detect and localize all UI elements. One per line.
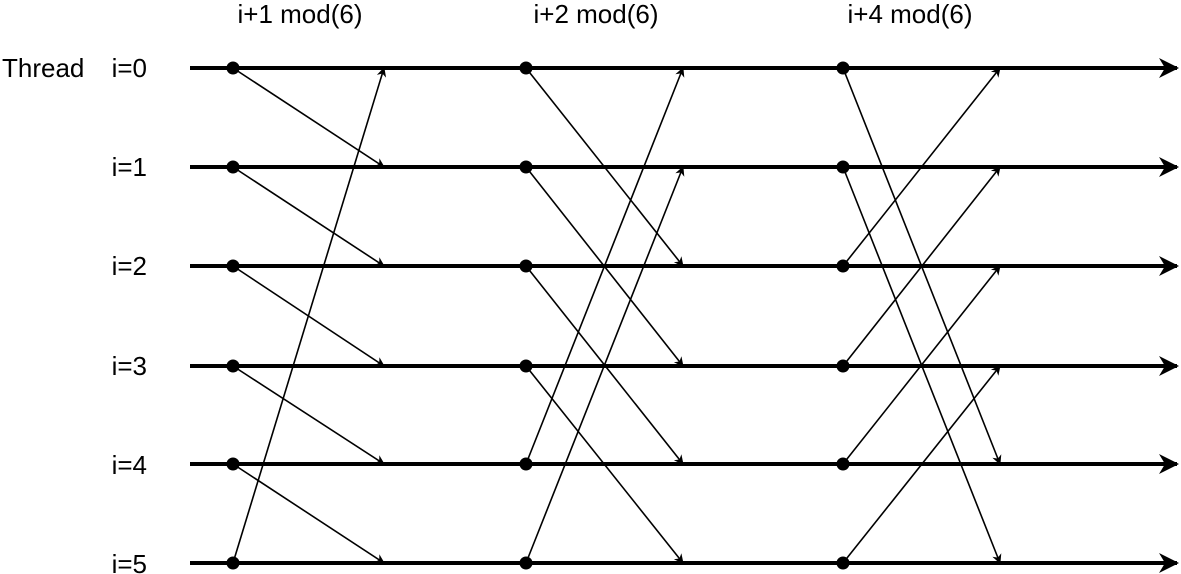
send-dot-stage2-thread-1: [519, 160, 533, 174]
send-dot-stage3-thread-1: [836, 160, 850, 174]
stage-label-1: i+1 mod(6): [238, 0, 363, 29]
send-dot-stage1-thread-3: [226, 359, 240, 373]
send-dot-stage2-thread-4: [519, 457, 533, 471]
thread-label-1: i=1: [112, 152, 147, 182]
thread-label-5: i=5: [112, 549, 147, 574]
message-arrow-stage2-from-5-to-1: [525, 166, 685, 564]
thread-label-4: i=4: [112, 450, 147, 480]
send-dot-stage3-thread-0: [836, 61, 850, 75]
send-dot-stage1-thread-2: [226, 259, 240, 273]
send-dot-stage2-thread-0: [519, 61, 533, 75]
send-dot-stage1-thread-5: [226, 556, 240, 570]
message-arrow-stage1-from-0-to-1: [232, 67, 385, 168]
thread-prefix-label: Thread: [2, 53, 84, 83]
message-arrows: [232, 67, 1002, 564]
send-dot-stage1-thread-1: [226, 160, 240, 174]
message-arrow-stage1-from-4-to-5: [232, 463, 385, 564]
thread-label-2: i=2: [112, 251, 147, 281]
send-points: [226, 61, 850, 570]
message-arrow-stage1-from-5-to-0: [232, 67, 387, 564]
thread-timelines: [190, 58, 1179, 573]
message-arrow-stage3-from-3-to-1: [842, 166, 1001, 367]
send-dot-stage1-thread-4: [226, 457, 240, 471]
thread-label-3: i=3: [112, 351, 147, 381]
send-dot-stage3-thread-3: [836, 359, 850, 373]
stage-label-3: i+4 mod(6): [848, 0, 973, 29]
send-dot-stage2-thread-2: [519, 259, 533, 273]
thread-label-0: i=0: [112, 53, 147, 83]
send-dot-stage2-thread-3: [519, 359, 533, 373]
send-dot-stage1-thread-0: [226, 61, 240, 75]
message-arrow-stage3-from-5-to-3: [842, 365, 1001, 564]
message-arrow-stage1-from-3-to-4: [232, 365, 385, 465]
message-arrow-stage2-from-4-to-0: [525, 67, 685, 465]
send-dot-stage3-thread-4: [836, 457, 850, 471]
message-arrow-stage3-from-4-to-2: [842, 265, 1001, 465]
send-dot-stage2-thread-5: [519, 556, 533, 570]
message-arrow-stage1-from-1-to-2: [232, 166, 385, 267]
send-dot-stage3-thread-2: [836, 259, 850, 273]
message-arrow-stage3-from-2-to-0: [842, 67, 1001, 267]
send-dot-stage3-thread-5: [836, 556, 850, 570]
stage-label-2: i+2 mod(6): [534, 0, 659, 29]
